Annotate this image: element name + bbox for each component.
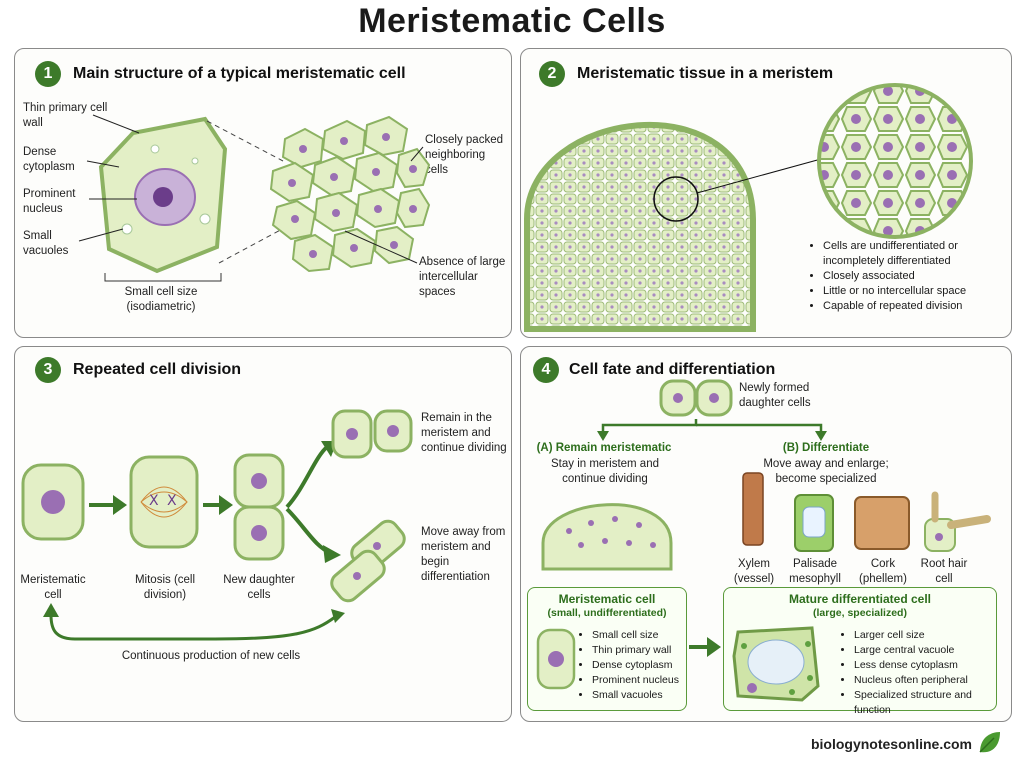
panel-number: 3 [35, 357, 61, 383]
cell-division-illustration: X X [21, 409, 413, 641]
svg-text:X: X [149, 493, 159, 509]
box-subtitle: (large, specialized) [813, 607, 907, 619]
label-meristematic-cell: Meristematic cell [20, 574, 86, 601]
list-item: Small cell size [592, 628, 700, 643]
panel-main-structure: 1 Main structure of a typical meristemat… [14, 48, 512, 338]
differentiated-features: Larger cell size Large central vacuole L… [840, 628, 1010, 718]
label-cork: Cork (phellem) [859, 558, 907, 585]
label-nucleus: Prominent nucleus [23, 188, 76, 215]
page-title: Meristematic Cells [358, 2, 666, 40]
label-root-hair: Root hair cell [920, 558, 968, 585]
list-item: Large central vacuole [854, 643, 1010, 658]
list-item: Small vacuoles [592, 688, 700, 703]
label-palisade: Palisade mesophyll [789, 558, 841, 585]
panel-heading: Main structure of a typical meristematic… [73, 65, 406, 82]
list-item: Dense cytoplasm [592, 658, 700, 673]
panel-number: 2 [539, 61, 565, 87]
box-subtitle: (small, undifferentiated) [547, 607, 667, 619]
list-item: Prominent nucleus [592, 673, 700, 688]
label-continuous-production: Continuous production of new cells [121, 650, 301, 662]
panel-meristematic-tissue: 2 Meristematic tissue in a meristem Cell… [520, 48, 1012, 338]
source-watermark: biologynotesonline.com [810, 736, 972, 752]
list-item: Nucleus often peripheral [854, 673, 1010, 688]
box-title: Mature differentiated cell [788, 592, 932, 606]
panel-cell-fate: 4 Cell fate and differentiation Newly fo… [520, 346, 1012, 722]
leaf-icon [979, 732, 1000, 753]
label-cell-wall: Thin primary cell wall [23, 102, 108, 129]
list-item: Capable of repeated division [823, 299, 1019, 314]
meristem-tip-illustration [524, 83, 973, 332]
panel-cell-division: 3 Repeated cell division X X [14, 346, 512, 722]
label-remain: Remain in the meristem and continue divi… [421, 412, 507, 454]
label-daughter-cells: New daughter cells [223, 574, 295, 601]
list-item: Closely associated [823, 269, 1019, 284]
label-move-away: Move away from meristem and begin differ… [421, 526, 506, 583]
panel-heading: Meristematic tissue in a meristem [577, 65, 834, 82]
list-item: Thin primary wall [592, 643, 700, 658]
meristematic-features: Small cell size Thin primary wall Dense … [578, 628, 700, 703]
box-title: Meristematic cell [558, 592, 656, 606]
label-vacuoles: Small vacuoles [23, 230, 69, 257]
meristematic-cell-icon [536, 628, 576, 690]
label-newly-formed: Newly formed daughter cells [739, 382, 811, 409]
label-move-enlarge: Move away and enlarge; become specialize… [763, 458, 889, 485]
label-remain-meristematic: (A) Remain meristematic [536, 442, 672, 454]
panel-number: 4 [533, 357, 559, 383]
list-item: Less dense cytoplasm [854, 658, 1010, 673]
label-xylem: Xylem (vessel) [733, 558, 775, 585]
cell-fate-illustration [541, 379, 991, 657]
differentiated-summary-box: Mature differentiated cell (large, speci… [723, 587, 997, 716]
differentiated-cell-icon [732, 626, 820, 702]
meristematic-summary-box: Meristematic cell (small, undifferentiat… [527, 587, 687, 711]
svg-text:X: X [167, 493, 177, 509]
panel-number: 1 [35, 61, 61, 87]
label-cytoplasm: Dense cytoplasm [23, 146, 75, 173]
list-item: Cells are undifferentiated or incomplete… [823, 239, 1019, 269]
label-intercellular-spaces: Absence of large intercellular spaces [419, 256, 506, 298]
list-item: Specialized structure and function [854, 688, 1010, 718]
label-stay-in-meristem: Stay in meristem and continue dividing [550, 458, 659, 485]
label-differentiate: (B) Differentiate [782, 442, 870, 454]
panel-heading: Repeated cell division [73, 361, 242, 378]
label-closely-packed: Closely packed neighboring cells [425, 134, 503, 176]
list-item: Little or no intercellular space [823, 284, 1019, 299]
panel-heading: Cell fate and differentiation [569, 361, 776, 378]
label-cell-size: Small cell size (isodiametric) [124, 286, 198, 313]
label-mitosis: Mitosis (cell division) [134, 574, 196, 601]
list-item: Larger cell size [854, 628, 1010, 643]
tissue-features-list: Cells are undifferentiated or incomplete… [809, 239, 1019, 314]
meristematic-cell-illustration [78, 114, 431, 282]
